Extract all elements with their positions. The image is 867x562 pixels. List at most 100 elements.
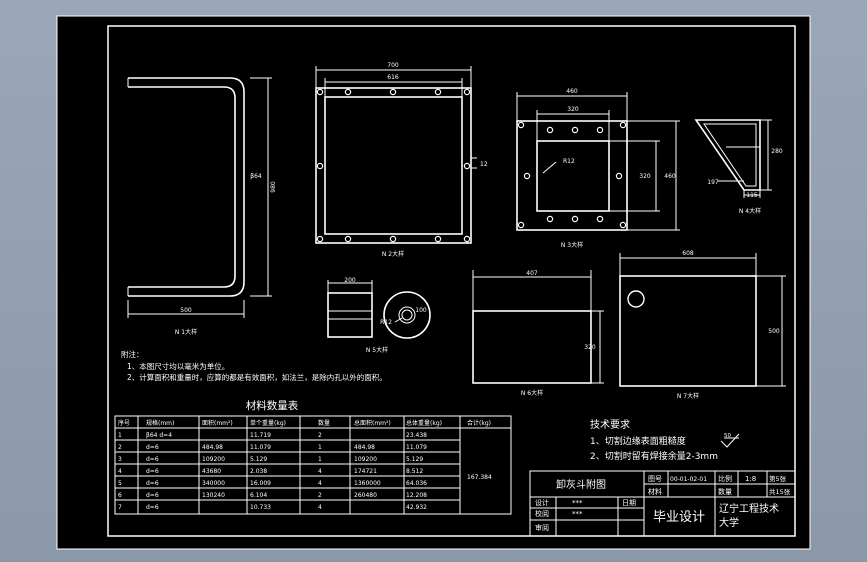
dim-part4-height: 280: [771, 148, 783, 155]
dim-part3-outer-h: 460: [664, 173, 676, 180]
bolt-hole: [389, 88, 397, 96]
table-header-cell: 总面积(mm²): [354, 419, 391, 427]
tech-req-title: 技术要求: [590, 418, 630, 431]
table-cell: β64 d=4: [146, 432, 172, 439]
table-cell: 1: [318, 444, 322, 451]
dim-part2-outer: 700: [387, 62, 399, 69]
table-cell: 2: [318, 492, 322, 499]
table-cell: 16.009: [250, 480, 271, 487]
dim-part7-width: 608: [682, 250, 694, 257]
bolt-hole: [434, 88, 442, 96]
school-name: 辽宁工程技术大学: [719, 502, 779, 529]
tech-req-line-2: 2、切割时留有焊接余量2-3mm: [590, 450, 718, 462]
table-cell: 174721: [354, 468, 377, 475]
label-design: 设计: [535, 498, 549, 507]
inner-frame: [107, 25, 796, 537]
table-cell: d=6: [146, 456, 159, 463]
table-cell: 64.036: [406, 480, 427, 487]
bolt-hole: [619, 121, 627, 129]
part6-label: N 6大样: [521, 389, 543, 397]
dim-part6-height: 320: [584, 344, 596, 351]
table-cell: 3: [118, 456, 122, 463]
table-total-cell: 167.384: [467, 474, 492, 481]
table-header-cell: 单个重量(kg): [250, 419, 286, 427]
bolt-hole: [619, 221, 627, 229]
table-cell: 1: [118, 432, 122, 439]
part5-label: N 5大样: [366, 346, 388, 354]
label-check: 校阅: [535, 509, 549, 518]
table-cell: 130240: [202, 492, 225, 499]
table-cell: 340000: [202, 480, 225, 487]
dim-part5-width: 200: [344, 277, 356, 284]
label-drawing-no: 图号: [648, 475, 662, 483]
table-cell: 109200: [202, 456, 225, 463]
dimension-texts: 500 980 β64 N 1大样 700 616 12 N 2大样 460 3…: [175, 62, 783, 400]
tech-requirements: 技术要求 1、切割边缘表面粗糙度 2、切割时留有焊接余量2-3mm 50: [590, 418, 731, 462]
dim-part4-slant: 197: [707, 179, 719, 186]
dim-part1-bar: β64: [250, 173, 262, 180]
bolt-hole: [596, 215, 604, 223]
design-name: ***: [572, 499, 583, 507]
material-table-grid: [114, 415, 512, 515]
table-header-cell: 序号: [118, 419, 130, 427]
table-cell: 11.719: [250, 432, 271, 439]
table-header-cell: 总体重量(kg): [406, 419, 442, 427]
check-name: ***: [572, 510, 583, 518]
table-cell: 109200: [354, 456, 377, 463]
dim-part1-height: 980: [270, 181, 277, 193]
table-cell: 1360000: [354, 480, 381, 487]
table-cell: 260480: [354, 492, 377, 499]
notes: 附注： 1、本图尺寸均以毫米为单位。 2、计算面积和重量时，应算的都是有效面积，…: [121, 349, 387, 382]
part-4-view: [694, 119, 772, 198]
part1-label: N 1大样: [175, 328, 197, 336]
table-cell: d=6: [146, 504, 159, 511]
table-cell: 43680: [202, 468, 221, 475]
table-cell: 23.438: [406, 432, 427, 439]
bolt-hole: [523, 172, 531, 180]
bolt-holes: [316, 88, 627, 243]
table-cell: 8.512: [406, 468, 423, 475]
sheet-background: [57, 16, 810, 549]
project-name: 毕业设计: [653, 510, 705, 525]
dim-part3-inner-h: 320: [639, 173, 651, 180]
table-header-cell: 面积(mm²): [202, 419, 233, 427]
table-header-cell: 规格(mm): [146, 419, 174, 427]
bolt-hole: [546, 126, 554, 134]
part4-label: N 4大样: [739, 207, 761, 215]
table-cell: 484.98: [354, 444, 375, 451]
bolt-hole: [517, 121, 525, 129]
table-cell: d=6: [146, 480, 159, 487]
bolt-hole: [463, 88, 471, 96]
bolt-hole: [517, 221, 525, 229]
dim-part4-base: 115: [746, 192, 758, 199]
table-cell: 2.038: [250, 468, 267, 475]
table-cell: 2: [318, 432, 322, 439]
scale-value: 1:8: [745, 475, 756, 483]
dim-part3-outer-w: 460: [566, 88, 578, 95]
part-2-view: [315, 66, 477, 244]
label-total-sheets: 共15张: [769, 487, 791, 496]
table-header-cell: 数量: [318, 419, 330, 427]
label-scale: 比例: [718, 474, 732, 483]
table-cell: 12.208: [406, 492, 427, 499]
bolt-hole: [344, 235, 352, 243]
label-material: 材料: [648, 487, 662, 496]
dim-part2-inner: 616: [387, 74, 399, 81]
bolt-hole: [316, 235, 324, 243]
bolt-hole: [463, 162, 471, 170]
table-cell: 5.129: [250, 456, 267, 463]
table-header-cell: 合计(kg): [467, 419, 491, 427]
dim-part3-radius: R12: [563, 158, 575, 165]
bolt-hole: [546, 215, 554, 223]
table-cell: 1: [318, 456, 322, 463]
table-cell: 6: [118, 492, 122, 499]
table-cell: d=6: [146, 444, 159, 451]
material-table-title: 材料数量表: [246, 399, 299, 412]
dim-part3-inner-w: 320: [567, 106, 579, 113]
table-cell: d=6: [146, 468, 159, 475]
part-1-view: [127, 77, 272, 318]
bolt-hole: [463, 235, 471, 243]
label-sheet-no: 第5张: [769, 474, 787, 483]
dim-part1-width: 500: [180, 307, 192, 314]
bolt-hole: [615, 172, 623, 180]
